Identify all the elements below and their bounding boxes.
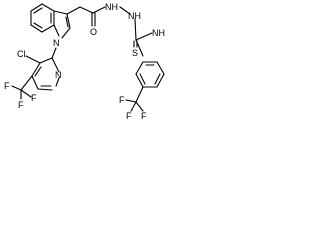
phenyl-ring [135,61,165,88]
label-thiocarbonyl-sulfur: S [132,48,138,58]
label-pyridine-cf3-fluorine-1: F [4,81,10,91]
label-phenyl-cf3-fluorine-3: F [126,111,132,121]
label-carbonyl-oxygen: O [90,27,97,37]
label-phenyl-cf3-fluorine-2: F [141,111,147,121]
indole-pyrrole-ring [53,10,71,39]
label-pyridine-cf3-fluorine-3: F [18,100,24,110]
acyl-thiosemicarbazide-chain [66,6,153,57]
label-hydrazide-nh-1: NH [105,2,118,12]
indole-benzene-ring [30,3,55,33]
label-indole-nitrogen: N [53,38,60,48]
phenyl-cf3-group [125,86,144,112]
pyridine-substituents [20,55,41,91]
label-chlorine: Cl [17,49,26,59]
pyridine-ring [31,47,60,91]
label-pyridine-cf3-fluorine-2: F [31,93,37,103]
label-hydrazide-nh-2: NH [128,11,141,21]
label-phenyl-cf3-fluorine-1: F [119,95,125,105]
label-anilide-nh: NH [152,28,165,38]
molecule-structure-diagram: Cl O NH NH N N S NH F F F F F F [4,2,165,121]
label-pyridine-nitrogen: N [55,70,62,80]
pyridine-cf3-group [11,85,32,100]
